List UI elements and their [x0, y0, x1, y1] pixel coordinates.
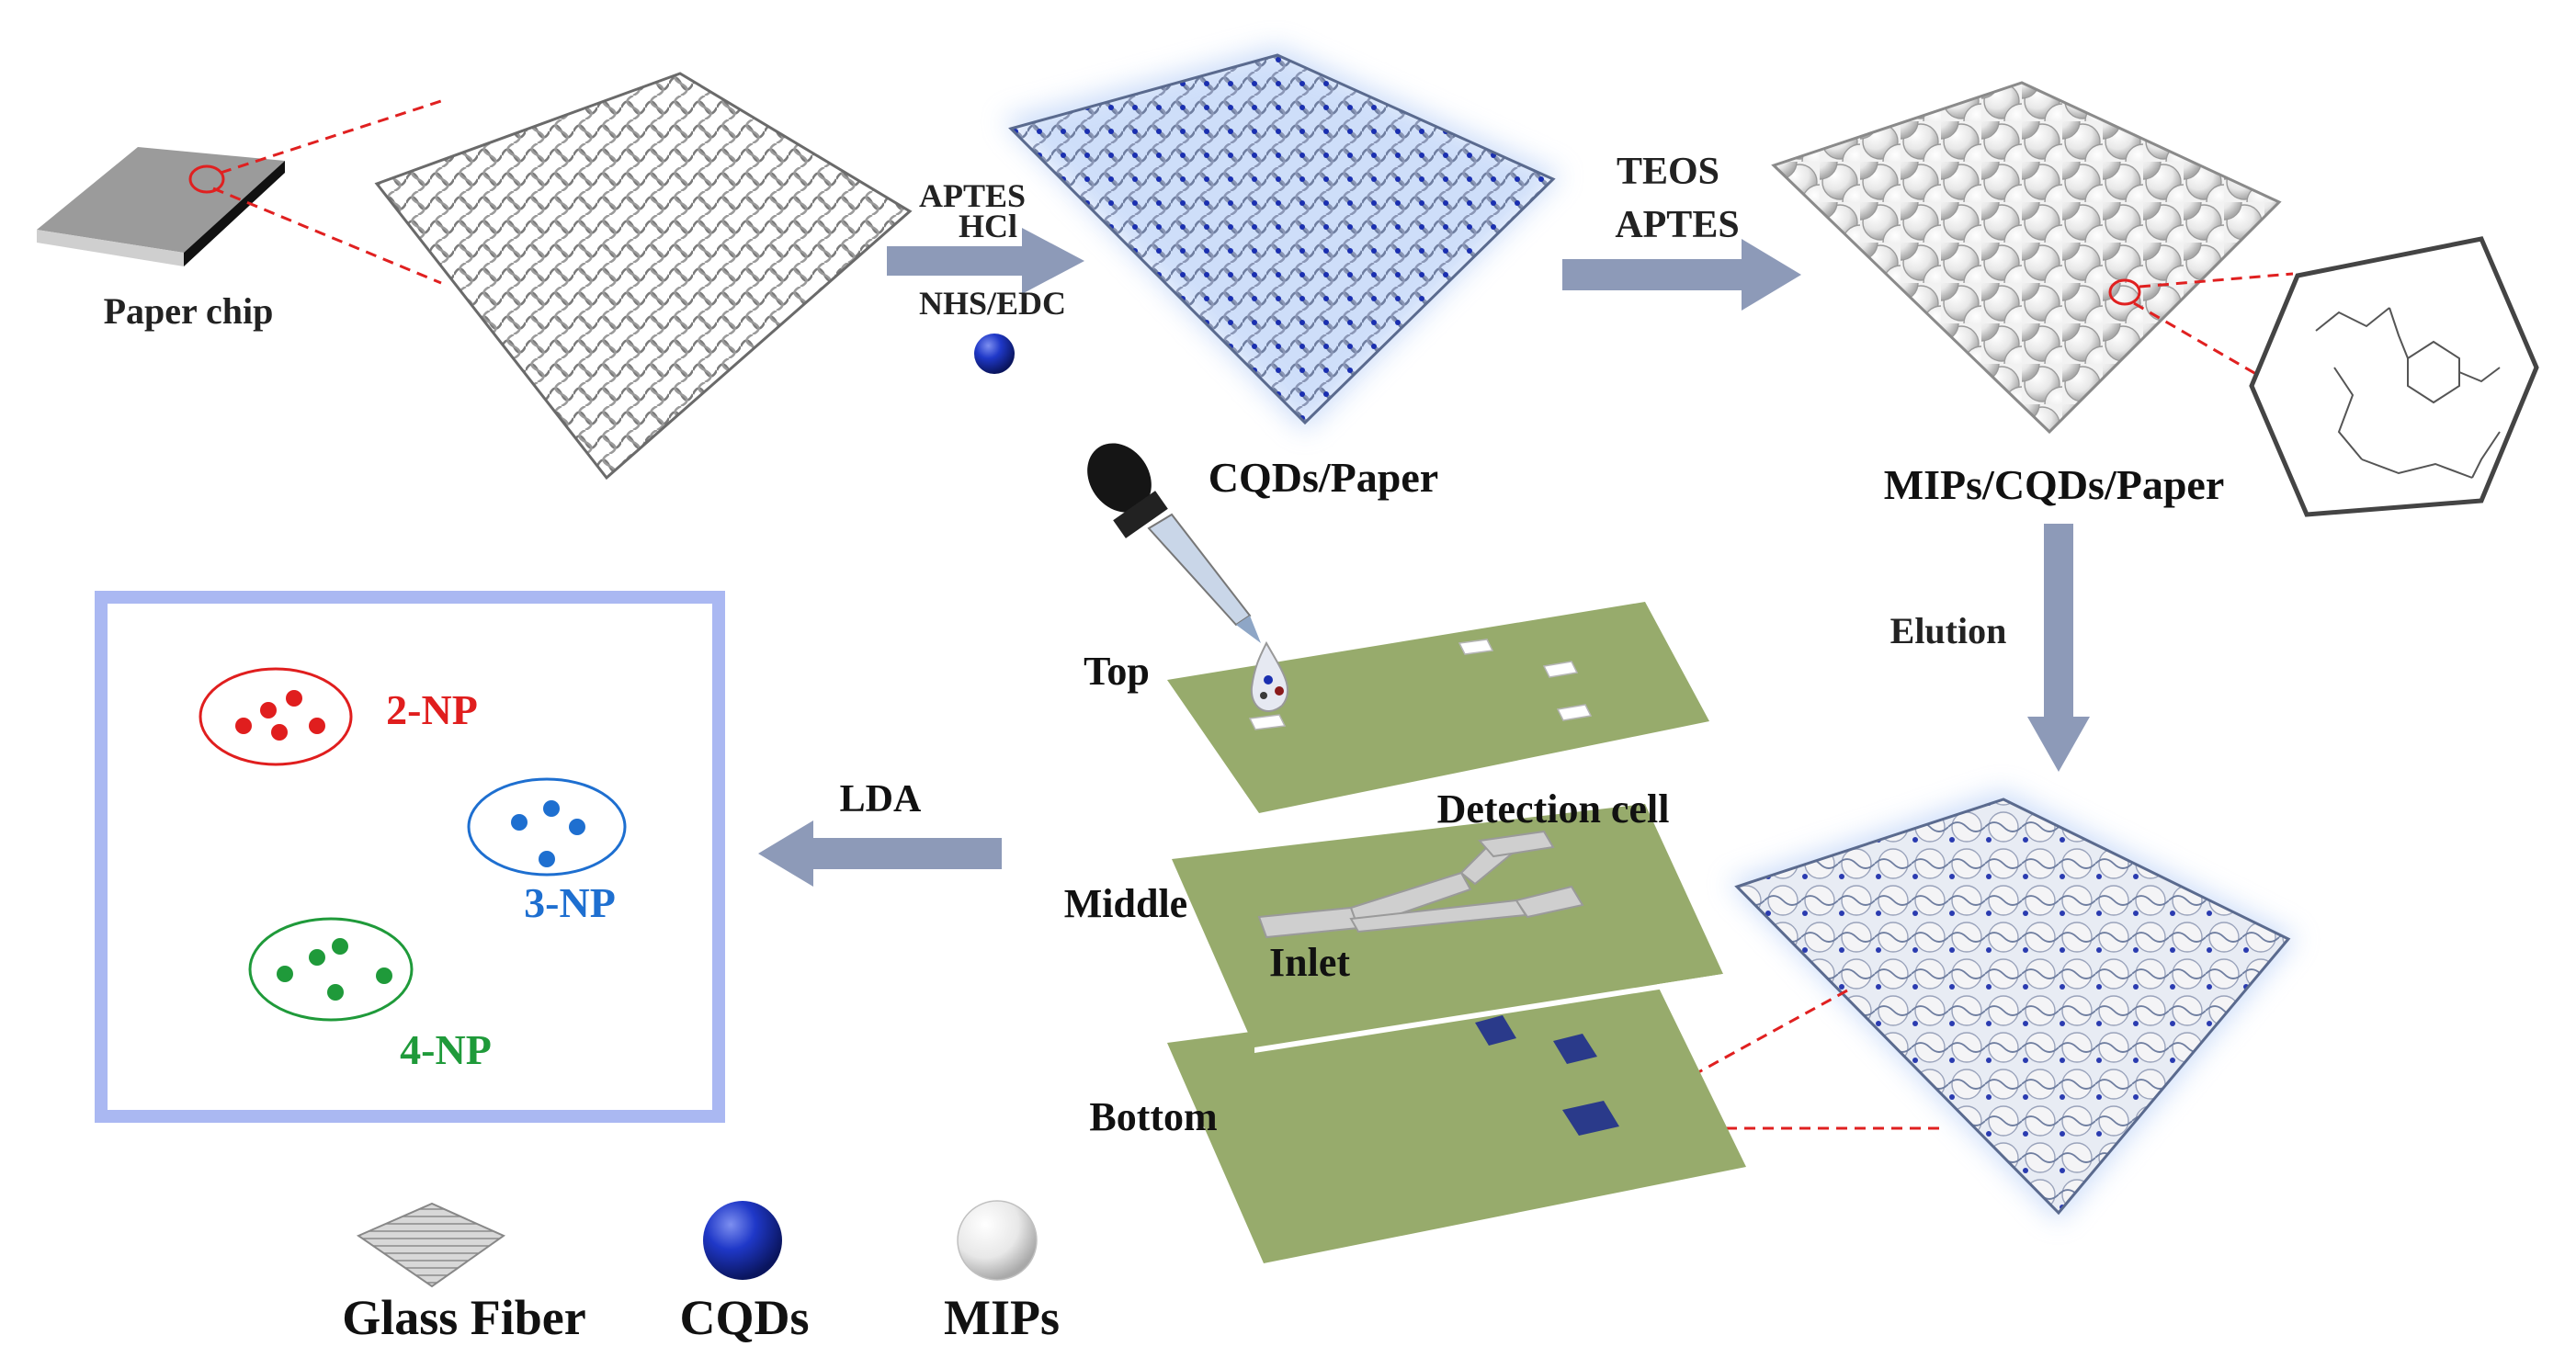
callout-lines-chip	[212, 99, 442, 285]
glass-fiber-icon	[356, 1202, 506, 1288]
aptes-label-1: APTES	[919, 177, 1026, 214]
arrow-imprint	[1562, 239, 1801, 311]
cqds-paper-label: CQDs/Paper	[1209, 454, 1438, 501]
bottom-layer	[1167, 979, 1746, 1263]
cqds-paper-mesh	[1002, 46, 1562, 432]
legend-mips-label: MIPs	[944, 1290, 1060, 1345]
nhs-edc-label: NHS/EDC	[919, 285, 1066, 322]
cqd-sphere-icon	[974, 334, 1015, 374]
middle-layer	[1172, 804, 1723, 1053]
legend-glass-fiber-label: Glass Fiber	[342, 1290, 586, 1345]
imprint-cavity-zoom	[2133, 236, 2539, 517]
legend-cqds-label: CQDs	[679, 1290, 809, 1345]
arrow-functionalize	[887, 228, 1084, 294]
cluster-3np	[467, 777, 627, 877]
legend	[356, 1200, 1038, 1288]
mips-cqds-paper-label: MIPs/CQDs/Paper	[1884, 461, 2225, 508]
top-layer	[1167, 602, 1709, 813]
aptes-label-2: APTES	[1615, 204, 1739, 246]
paper-chip-label: Paper chip	[104, 290, 274, 332]
cqd-sphere-icon	[703, 1201, 782, 1280]
lda-result-box	[95, 591, 725, 1123]
mips-cqds-paper-mesh	[1771, 81, 2282, 435]
hcl-label: HCl	[959, 208, 1017, 244]
detection-cell-label: Detection cell	[1437, 786, 1670, 832]
teos-label: TEOS	[1617, 151, 1719, 193]
top-label: Top	[1084, 649, 1150, 694]
elution-label: Elution	[1890, 610, 2007, 651]
mip-sphere-icon	[957, 1200, 1038, 1281]
cluster-4np	[248, 917, 414, 1022]
dropper-icon	[1087, 443, 1261, 643]
cluster-4np-label: 4-NP	[400, 1026, 492, 1073]
arrow-elution	[2027, 524, 2090, 772]
bottom-label: Bottom	[1089, 1094, 1217, 1139]
eluted-mesh	[1728, 790, 2298, 1222]
middle-label: Middle	[1064, 881, 1187, 926]
cluster-2np-label: 2-NP	[386, 686, 478, 733]
inlet-label: Inlet	[1269, 940, 1350, 985]
cluster-3np-label: 3-NP	[524, 879, 616, 926]
cluster-2np	[199, 667, 353, 766]
arrow-lda	[758, 820, 1002, 887]
glass-fiber-mesh	[374, 72, 913, 481]
lda-label: LDA	[840, 778, 922, 820]
